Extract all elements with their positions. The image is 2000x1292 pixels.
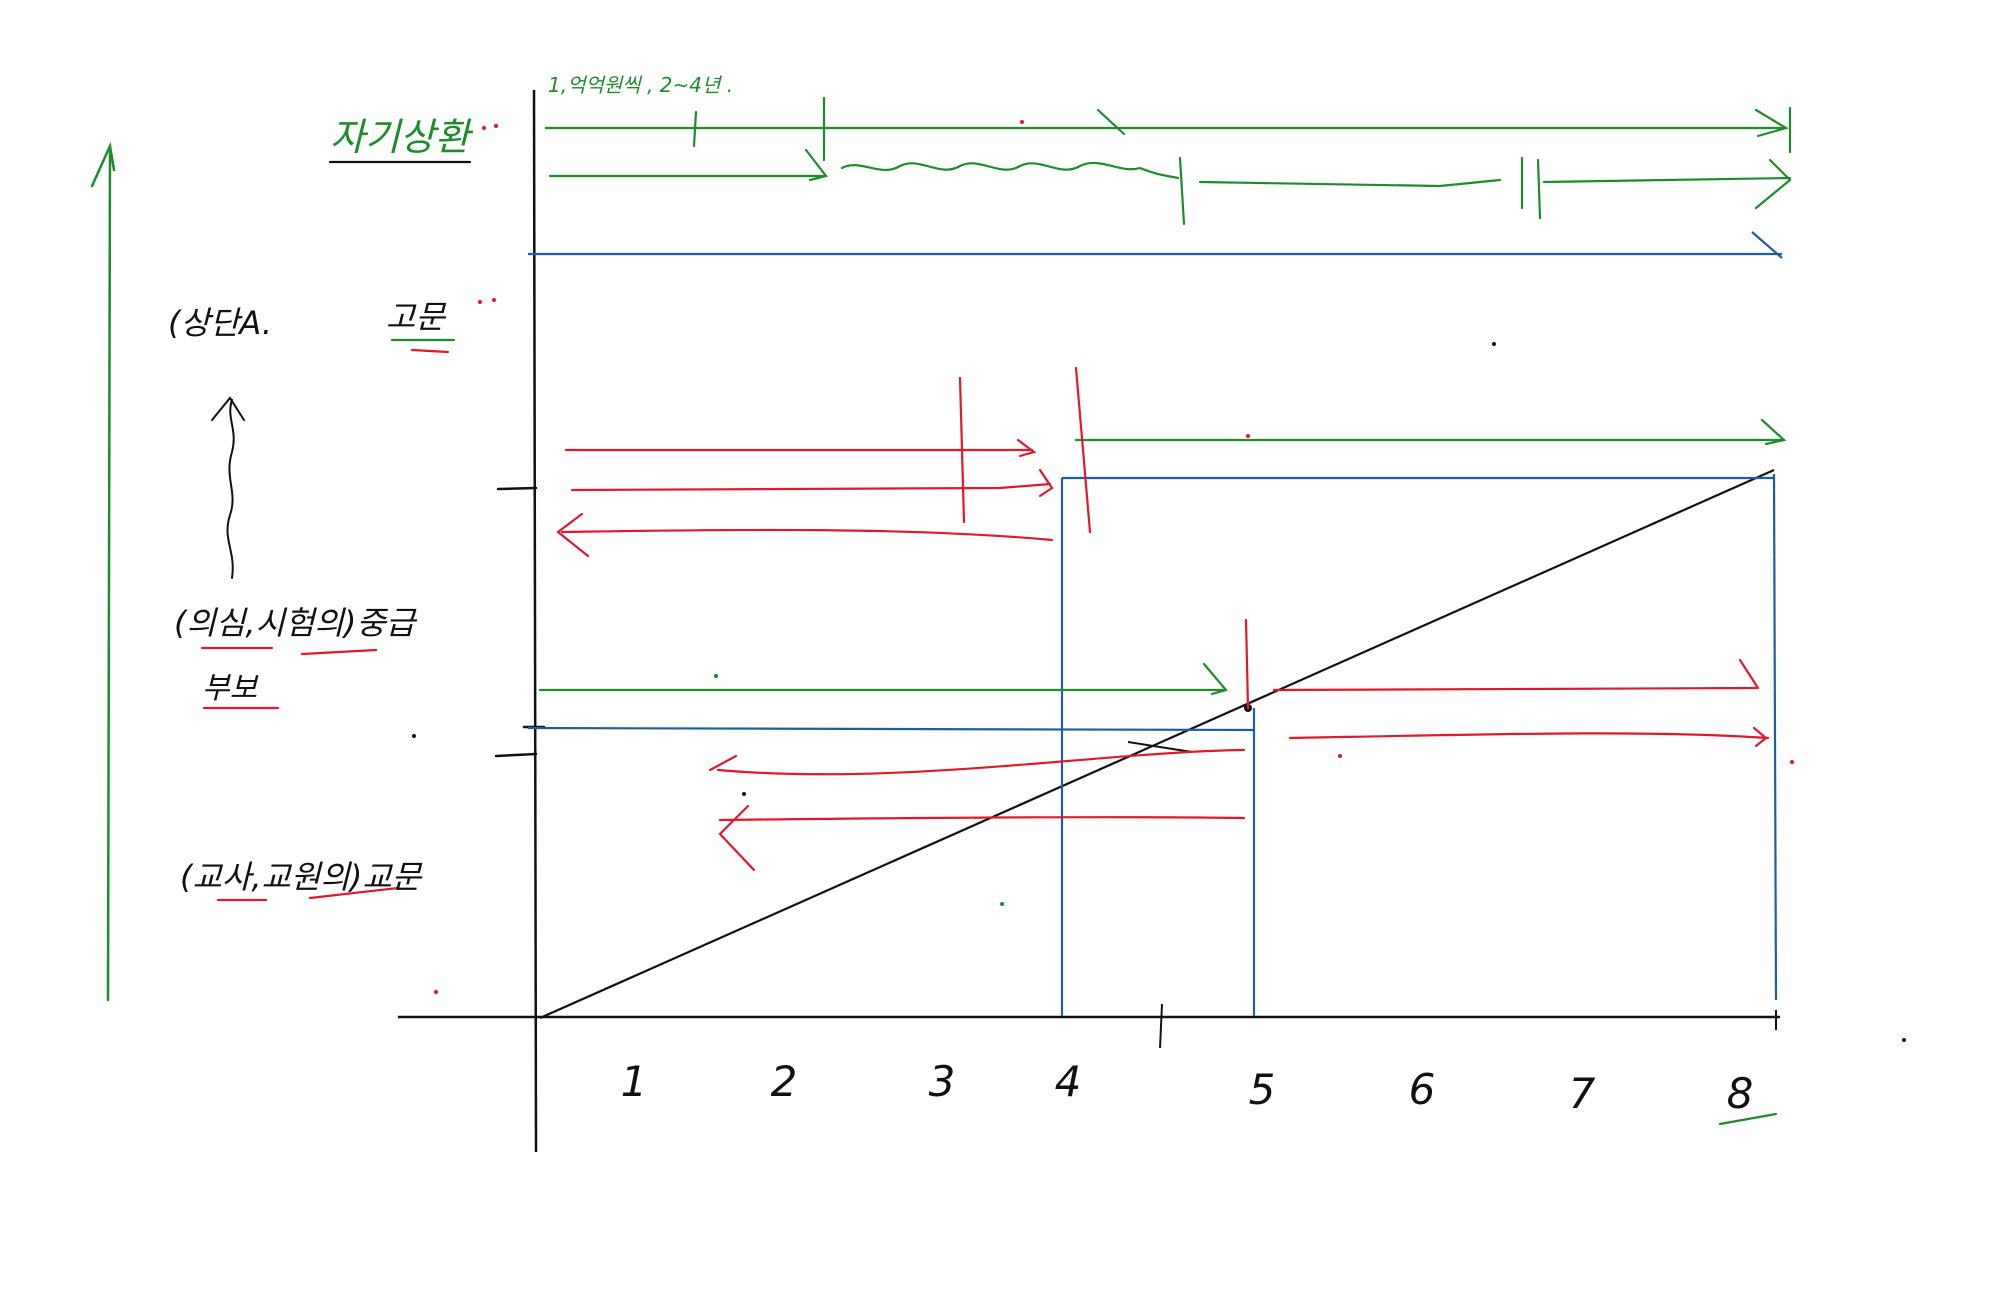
x-tick-label-4: 4 (1055, 1057, 1082, 1106)
x-tick-label-8: 8 (1727, 1069, 1754, 1118)
upward-wavy-arrow (211, 396, 245, 579)
stray-marks (412, 120, 1906, 1042)
row-middle-label: (의심,시험의)중급 (174, 604, 418, 642)
red-lines (556, 366, 1770, 872)
y-axis (532, 89, 538, 1153)
label-underlines (200, 160, 1778, 1126)
crossing-mark (1127, 741, 1193, 753)
x-tick-mark (1159, 1003, 1163, 1049)
y-tick-marks (494, 486, 546, 758)
green-lines (538, 96, 1792, 696)
x-tick-label-2: 2 (771, 1057, 798, 1106)
top-note-label: 1,억억원씩 , 2~4년 . (548, 73, 733, 97)
x-tick-label-1: 1 (621, 1057, 648, 1106)
row-upper-label: (상단A. (168, 304, 272, 342)
x-tick-label-5: 5 (1249, 1065, 1276, 1114)
blue-lines (527, 231, 1783, 1016)
x-tick-labels: 1 2 3 4 5 6 7 8 (621, 1057, 1754, 1118)
row-top-label: 자기상환 (330, 115, 474, 159)
left-scale-arrow (90, 141, 116, 1002)
x-tick-label-6: 6 (1409, 1065, 1436, 1114)
row-middle-sub-label: 부보 (202, 671, 259, 706)
row-upper-suffix-label: 고문 (386, 298, 446, 336)
diagonal-line (539, 468, 1775, 1020)
x-tick-label-3: 3 (929, 1057, 956, 1106)
x-tick-label-7: 7 (1569, 1069, 1596, 1118)
row-lower-label: (교사,교원의)교문 (180, 858, 423, 896)
